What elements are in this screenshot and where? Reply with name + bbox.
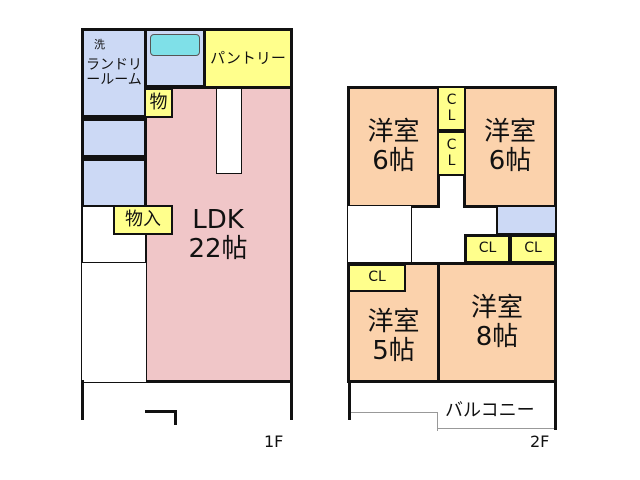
balcony-rail bbox=[437, 428, 554, 429]
room-size: 6帖 bbox=[488, 146, 532, 176]
room-label: 洋室 bbox=[367, 117, 420, 148]
laundry-room: ランドリールーム bbox=[81, 28, 147, 118]
closet-label: CL bbox=[478, 240, 497, 257]
storage-small-label: 物 bbox=[149, 92, 168, 114]
storage-small: 物 bbox=[144, 88, 173, 118]
closet-label: CL bbox=[368, 269, 386, 286]
balcony-rail bbox=[351, 412, 438, 431]
pantry: パントリー bbox=[203, 28, 293, 89]
storage: 物入 bbox=[113, 205, 173, 235]
storage-label: 物入 bbox=[125, 209, 161, 231]
closet-label: C L bbox=[446, 92, 457, 124]
kitchen-counter bbox=[216, 88, 242, 174]
laundry-mark: 洗 bbox=[94, 38, 105, 51]
bathtub-icon bbox=[150, 34, 200, 56]
room-size: 6帖 bbox=[372, 146, 415, 176]
wall bbox=[290, 380, 293, 420]
closet-label: CL bbox=[524, 240, 542, 257]
wall bbox=[348, 380, 351, 420]
closet: CL bbox=[348, 264, 406, 292]
toilet bbox=[81, 158, 147, 208]
ldk-size: 22帖 bbox=[188, 233, 248, 264]
room-size: 5帖 bbox=[372, 335, 415, 366]
floor-2-label: 2F bbox=[530, 432, 550, 451]
laundry-label: ランドリールーム bbox=[86, 56, 142, 88]
wall bbox=[81, 380, 84, 420]
washroom bbox=[81, 118, 147, 158]
stairs-2f bbox=[347, 205, 412, 265]
pantry-label: パントリー bbox=[210, 49, 286, 68]
wall bbox=[554, 380, 557, 430]
closet: CL bbox=[509, 234, 557, 264]
entry-mark bbox=[145, 410, 177, 413]
balcony-label: バルコニー bbox=[445, 400, 535, 421]
closet: CL bbox=[464, 234, 511, 264]
entrance bbox=[81, 262, 147, 383]
room-size: 8帖 bbox=[475, 321, 519, 352]
room-label: 洋室 bbox=[483, 117, 536, 148]
room-label: 洋室 bbox=[470, 292, 523, 323]
toilet-2f bbox=[496, 205, 557, 235]
closet-label: C L bbox=[446, 137, 457, 169]
ldk-label: LDK bbox=[192, 204, 244, 235]
floor-1-label: 1F bbox=[264, 432, 284, 451]
entry-mark bbox=[174, 410, 177, 425]
closet: C L bbox=[437, 86, 466, 131]
room-label: 洋室 bbox=[367, 306, 420, 337]
closet: C L bbox=[437, 131, 466, 176]
